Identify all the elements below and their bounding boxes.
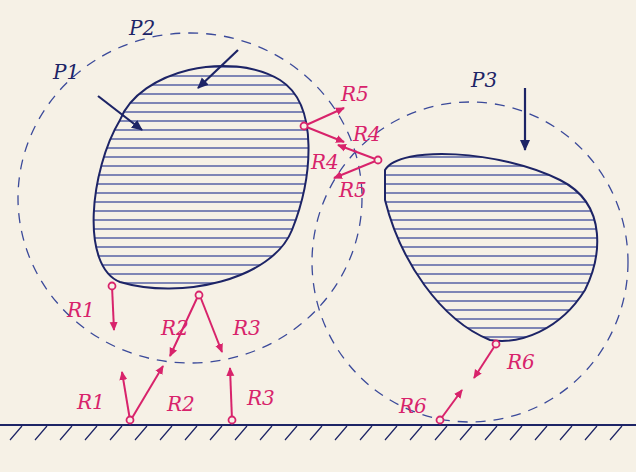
- reaction-force: [112, 108, 496, 420]
- reaction-label: R4: [352, 124, 382, 144]
- reaction-label: R4: [310, 152, 340, 172]
- reaction-label: R3: [246, 388, 276, 408]
- reaction-label: R6: [506, 352, 536, 372]
- force-label: P1: [52, 62, 80, 82]
- reaction-label: R1: [76, 392, 106, 412]
- reaction-label: R5: [340, 84, 370, 104]
- ground-line: [0, 424, 636, 426]
- reaction-label: R6: [398, 396, 428, 416]
- ground-hatch: [10, 426, 622, 440]
- reaction-label: R2: [166, 394, 196, 414]
- zone-outline: [18, 33, 362, 363]
- rigid-body: [385, 154, 597, 341]
- rigid-body: [94, 66, 309, 289]
- contact-point: [109, 123, 500, 424]
- applied-force: [98, 50, 525, 150]
- reaction-label: R2: [160, 318, 190, 338]
- force-label: P3: [470, 70, 498, 90]
- reaction-label: R1: [66, 300, 96, 320]
- reaction-label: R3: [232, 318, 262, 338]
- reaction-label: R5: [338, 180, 368, 200]
- zone-outline: [312, 102, 628, 422]
- force-label: P2: [128, 18, 156, 38]
